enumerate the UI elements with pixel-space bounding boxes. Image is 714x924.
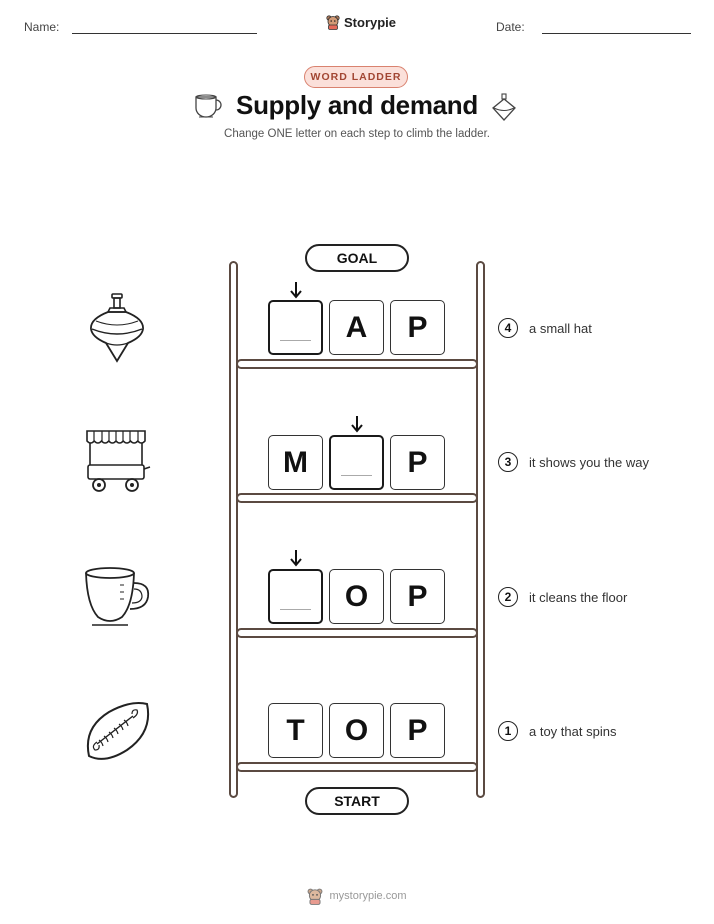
letter-tile: P — [390, 703, 445, 758]
step-number: 3 — [498, 452, 518, 472]
bear-mascot-icon — [326, 15, 340, 30]
clue-text: a toy that spins — [529, 724, 617, 739]
bear-mascot-icon — [308, 888, 323, 905]
goal-label: GOAL — [305, 244, 409, 272]
clue-text: a small hat — [529, 321, 592, 336]
letter-blank-input[interactable] — [329, 435, 384, 490]
footer: mystorypie.com — [0, 887, 714, 905]
ladder-rail-left — [229, 261, 238, 798]
word-ladder-badge: WORD LADDER — [304, 66, 408, 88]
arrow-down-icon — [351, 416, 363, 433]
instructions: Change ONE letter on each step to climb … — [224, 128, 490, 140]
letter-tile: P — [390, 569, 445, 624]
letter-tile: O — [329, 703, 384, 758]
ladder-rung — [236, 628, 478, 638]
letter-tile: M — [268, 435, 323, 490]
start-label: START — [305, 787, 409, 815]
letter-tile: P — [390, 300, 445, 355]
ladder-rail-right — [476, 261, 485, 798]
clue-text: it shows you the way — [529, 455, 649, 470]
name-label: Name: — [24, 20, 60, 34]
cup-icon — [195, 94, 222, 118]
cup-icon — [85, 567, 150, 626]
clue-text: it cleans the floor — [529, 590, 628, 605]
brand-logo: Storypie — [326, 14, 396, 30]
letter-tile: P — [390, 435, 445, 490]
letter-tile: O — [329, 569, 384, 624]
date-label: Date: — [496, 20, 525, 34]
footer-url[interactable]: mystorypie.com — [329, 890, 407, 902]
ladder-rung — [236, 359, 478, 369]
step-number: 2 — [498, 587, 518, 607]
letter-tile: A — [329, 300, 384, 355]
page-title: Supply and demand — [236, 90, 478, 120]
ladder-rung — [236, 493, 478, 503]
spinning-top-icon — [492, 93, 516, 121]
arrow-down-icon — [290, 282, 302, 299]
letter-blank-input[interactable] — [268, 569, 323, 624]
letter-tile: T — [268, 703, 323, 758]
brand-name: Storypie — [344, 14, 397, 30]
arrow-down-icon — [290, 550, 302, 567]
market-cart-icon — [86, 430, 151, 492]
letter-blank-input[interactable] — [268, 300, 323, 355]
step-number: 4 — [498, 318, 518, 338]
spinning-top-icon — [90, 293, 144, 363]
step-number: 1 — [498, 721, 518, 741]
football-icon — [87, 702, 149, 760]
date-line[interactable] — [542, 33, 691, 34]
ladder-rung — [236, 762, 478, 772]
name-line[interactable] — [72, 33, 257, 34]
